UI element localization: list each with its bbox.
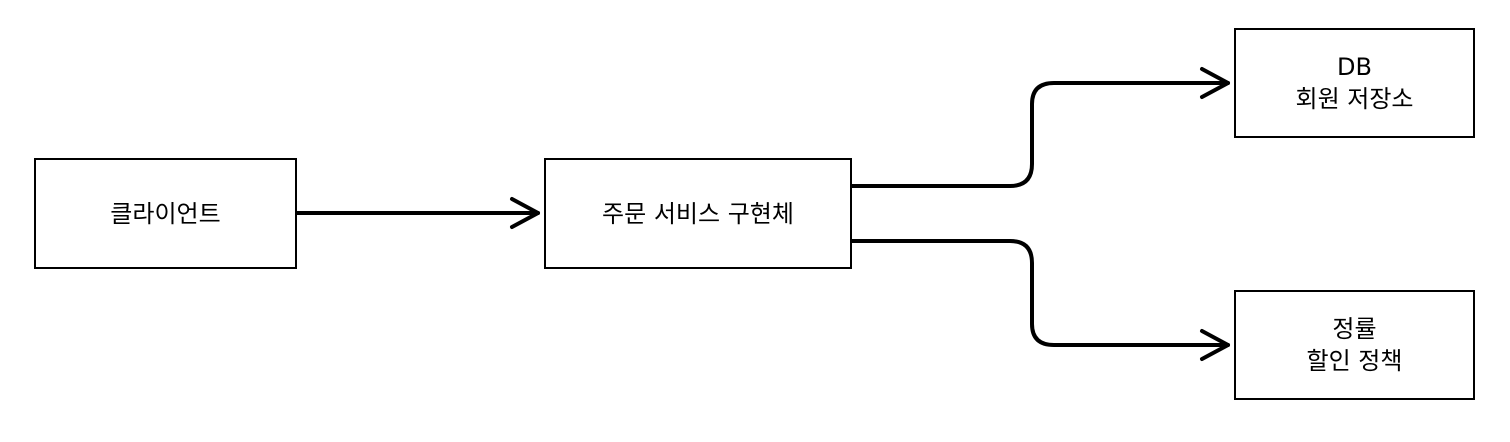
arrowhead-order-service (510, 197, 540, 229)
member-repository-line1: DB (1337, 53, 1372, 81)
arrowhead-discount-policy (1200, 329, 1230, 361)
discount-policy-line1: 정률 (1332, 315, 1377, 343)
arrowhead-member-repo (1200, 67, 1230, 99)
discount-policy-box: 정률 할인 정책 (1234, 290, 1475, 400)
edge-order-service-to-discount-policy (850, 239, 1230, 347)
member-repository-box: DB 회원 저장소 (1234, 28, 1475, 138)
discount-policy-line2: 할인 정책 (1306, 347, 1403, 375)
order-service-box: 주문 서비스 구현체 (544, 158, 852, 269)
order-service-label: 주문 서비스 구현체 (602, 199, 794, 228)
client-label: 클라이언트 (110, 199, 221, 228)
edge-order-service-to-member-repo (850, 81, 1230, 188)
client-box: 클라이언트 (34, 158, 297, 269)
member-repository-line2: 회원 저장소 (1295, 85, 1414, 113)
